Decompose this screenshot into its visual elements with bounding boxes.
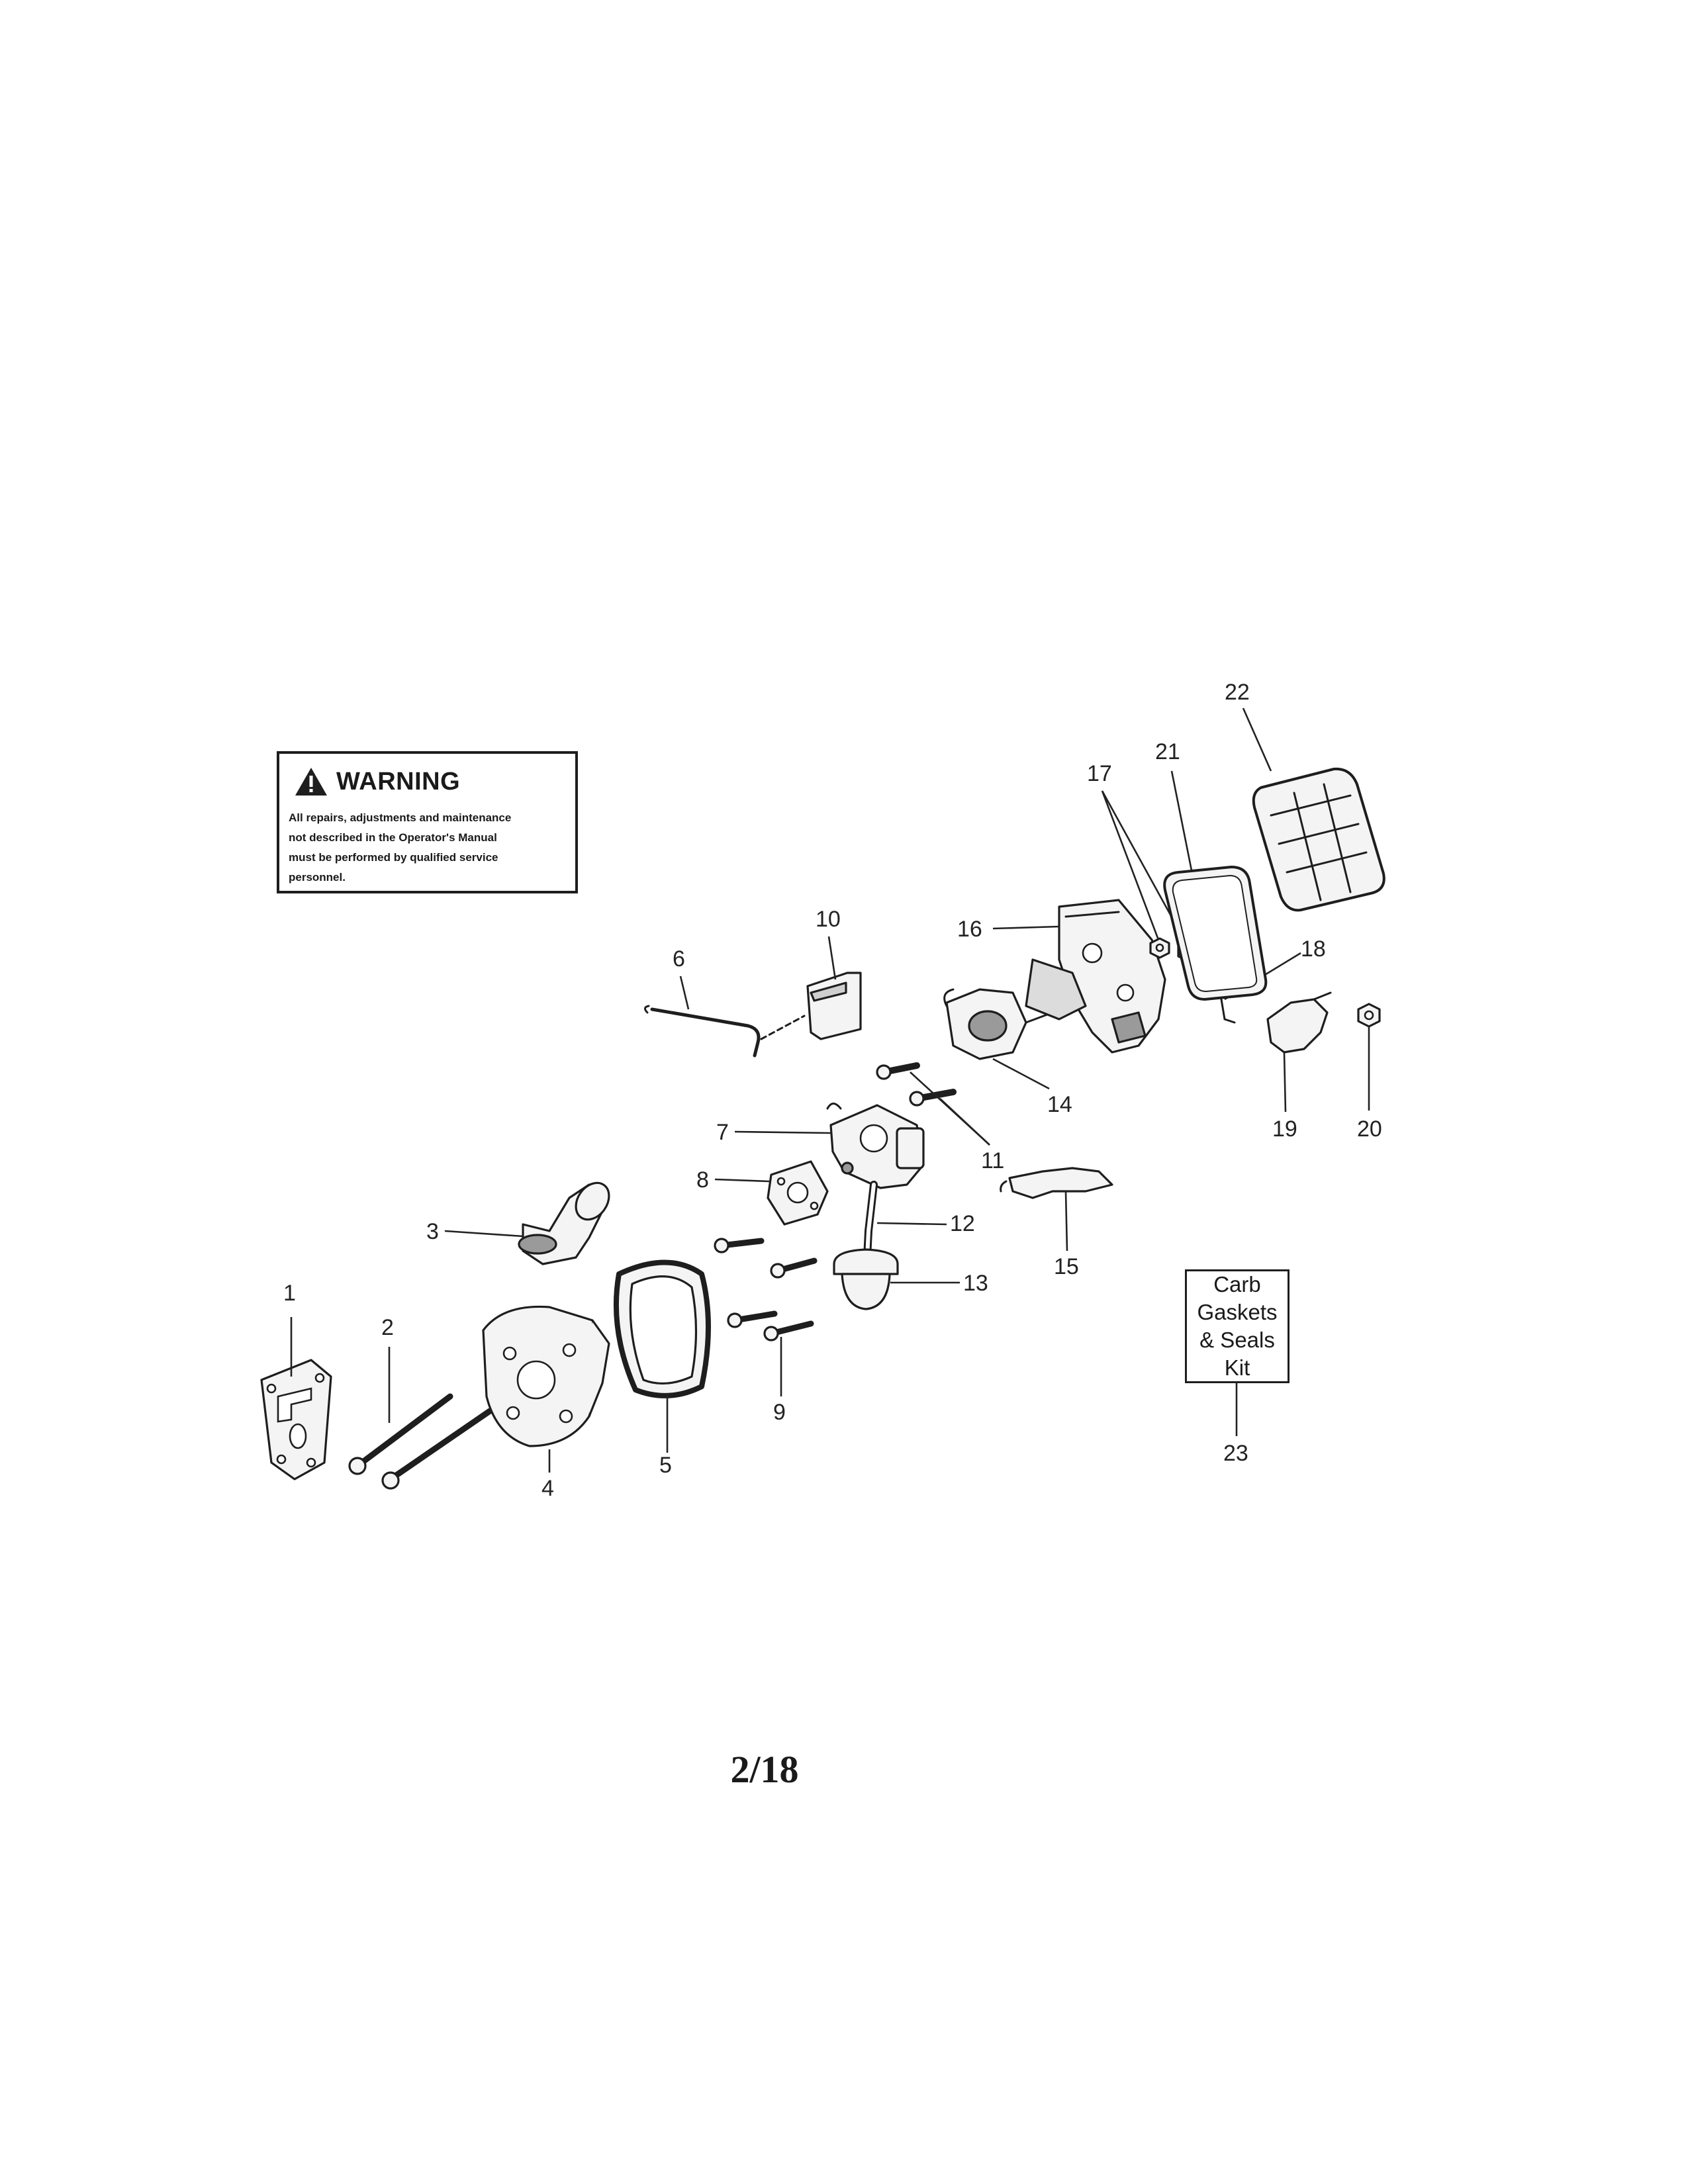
part-12-fuel-line — [863, 1181, 878, 1261]
part-13-primer-bulb — [833, 1248, 899, 1310]
part-22-filter-cover — [1252, 767, 1385, 912]
part-21-air-filter — [1163, 866, 1268, 1001]
callout-18: 18 — [1301, 936, 1326, 962]
callout-10: 10 — [816, 907, 841, 932]
callout-11: 11 — [981, 1148, 1004, 1173]
callout-5: 5 — [659, 1453, 672, 1478]
callout-6: 6 — [673, 946, 685, 972]
callout-15: 15 — [1054, 1254, 1079, 1279]
callout-7: 7 — [716, 1120, 729, 1145]
callout-22: 22 — [1225, 680, 1250, 705]
part-3-intake-elbow — [518, 1181, 610, 1265]
kit-box: Carb Gaskets & Seals Kit — [1185, 1269, 1289, 1383]
part-6-choke-rod — [644, 1005, 806, 1058]
part-7-carburetor — [826, 1103, 925, 1189]
callout-16: 16 — [957, 917, 982, 942]
callout-1: 1 — [283, 1281, 296, 1306]
part-1-gasket — [260, 1359, 332, 1480]
callout-3: 3 — [426, 1219, 439, 1244]
part-20-nut — [1357, 1003, 1381, 1028]
part-8-carb-gasket — [767, 1160, 829, 1226]
callout-13: 13 — [963, 1271, 988, 1296]
callout-17: 17 — [1087, 761, 1112, 786]
part-10-bracket — [806, 972, 862, 1040]
callout-14: 14 — [1047, 1092, 1072, 1117]
warning-header: WARNING — [294, 762, 460, 801]
part-19-lever — [1266, 991, 1332, 1054]
callout-21: 21 — [1155, 739, 1180, 764]
kit-label: Carb Gaskets & Seals Kit — [1197, 1272, 1278, 1380]
part-2-long-bolts — [348, 1393, 493, 1490]
warning-triangle-icon — [295, 768, 327, 796]
warning-label: WARNING All repairs, adjustments and mai… — [277, 751, 578, 893]
part-16-air-box — [1025, 899, 1166, 1054]
callout-8: 8 — [696, 1167, 709, 1193]
part-9-screws — [714, 1238, 818, 1342]
warning-text: All repairs, adjustments and maintenance… — [289, 811, 512, 884]
callout-9: 9 — [773, 1400, 786, 1425]
part-5-filter-ring — [613, 1259, 711, 1398]
callout-23: 23 — [1223, 1441, 1248, 1466]
part-4-carb-adapter — [482, 1305, 610, 1447]
warning-title: WARNING — [336, 767, 461, 796]
callout-19: 19 — [1272, 1116, 1297, 1142]
callout-4: 4 — [541, 1476, 554, 1501]
callout-12: 12 — [950, 1211, 975, 1236]
page-number: 2/18 — [730, 1748, 799, 1791]
callout-20: 20 — [1357, 1116, 1382, 1142]
part-15-throttle-trigger — [1000, 1167, 1113, 1199]
part-14-choke-assembly — [943, 988, 1054, 1060]
callout-2: 2 — [381, 1315, 394, 1340]
